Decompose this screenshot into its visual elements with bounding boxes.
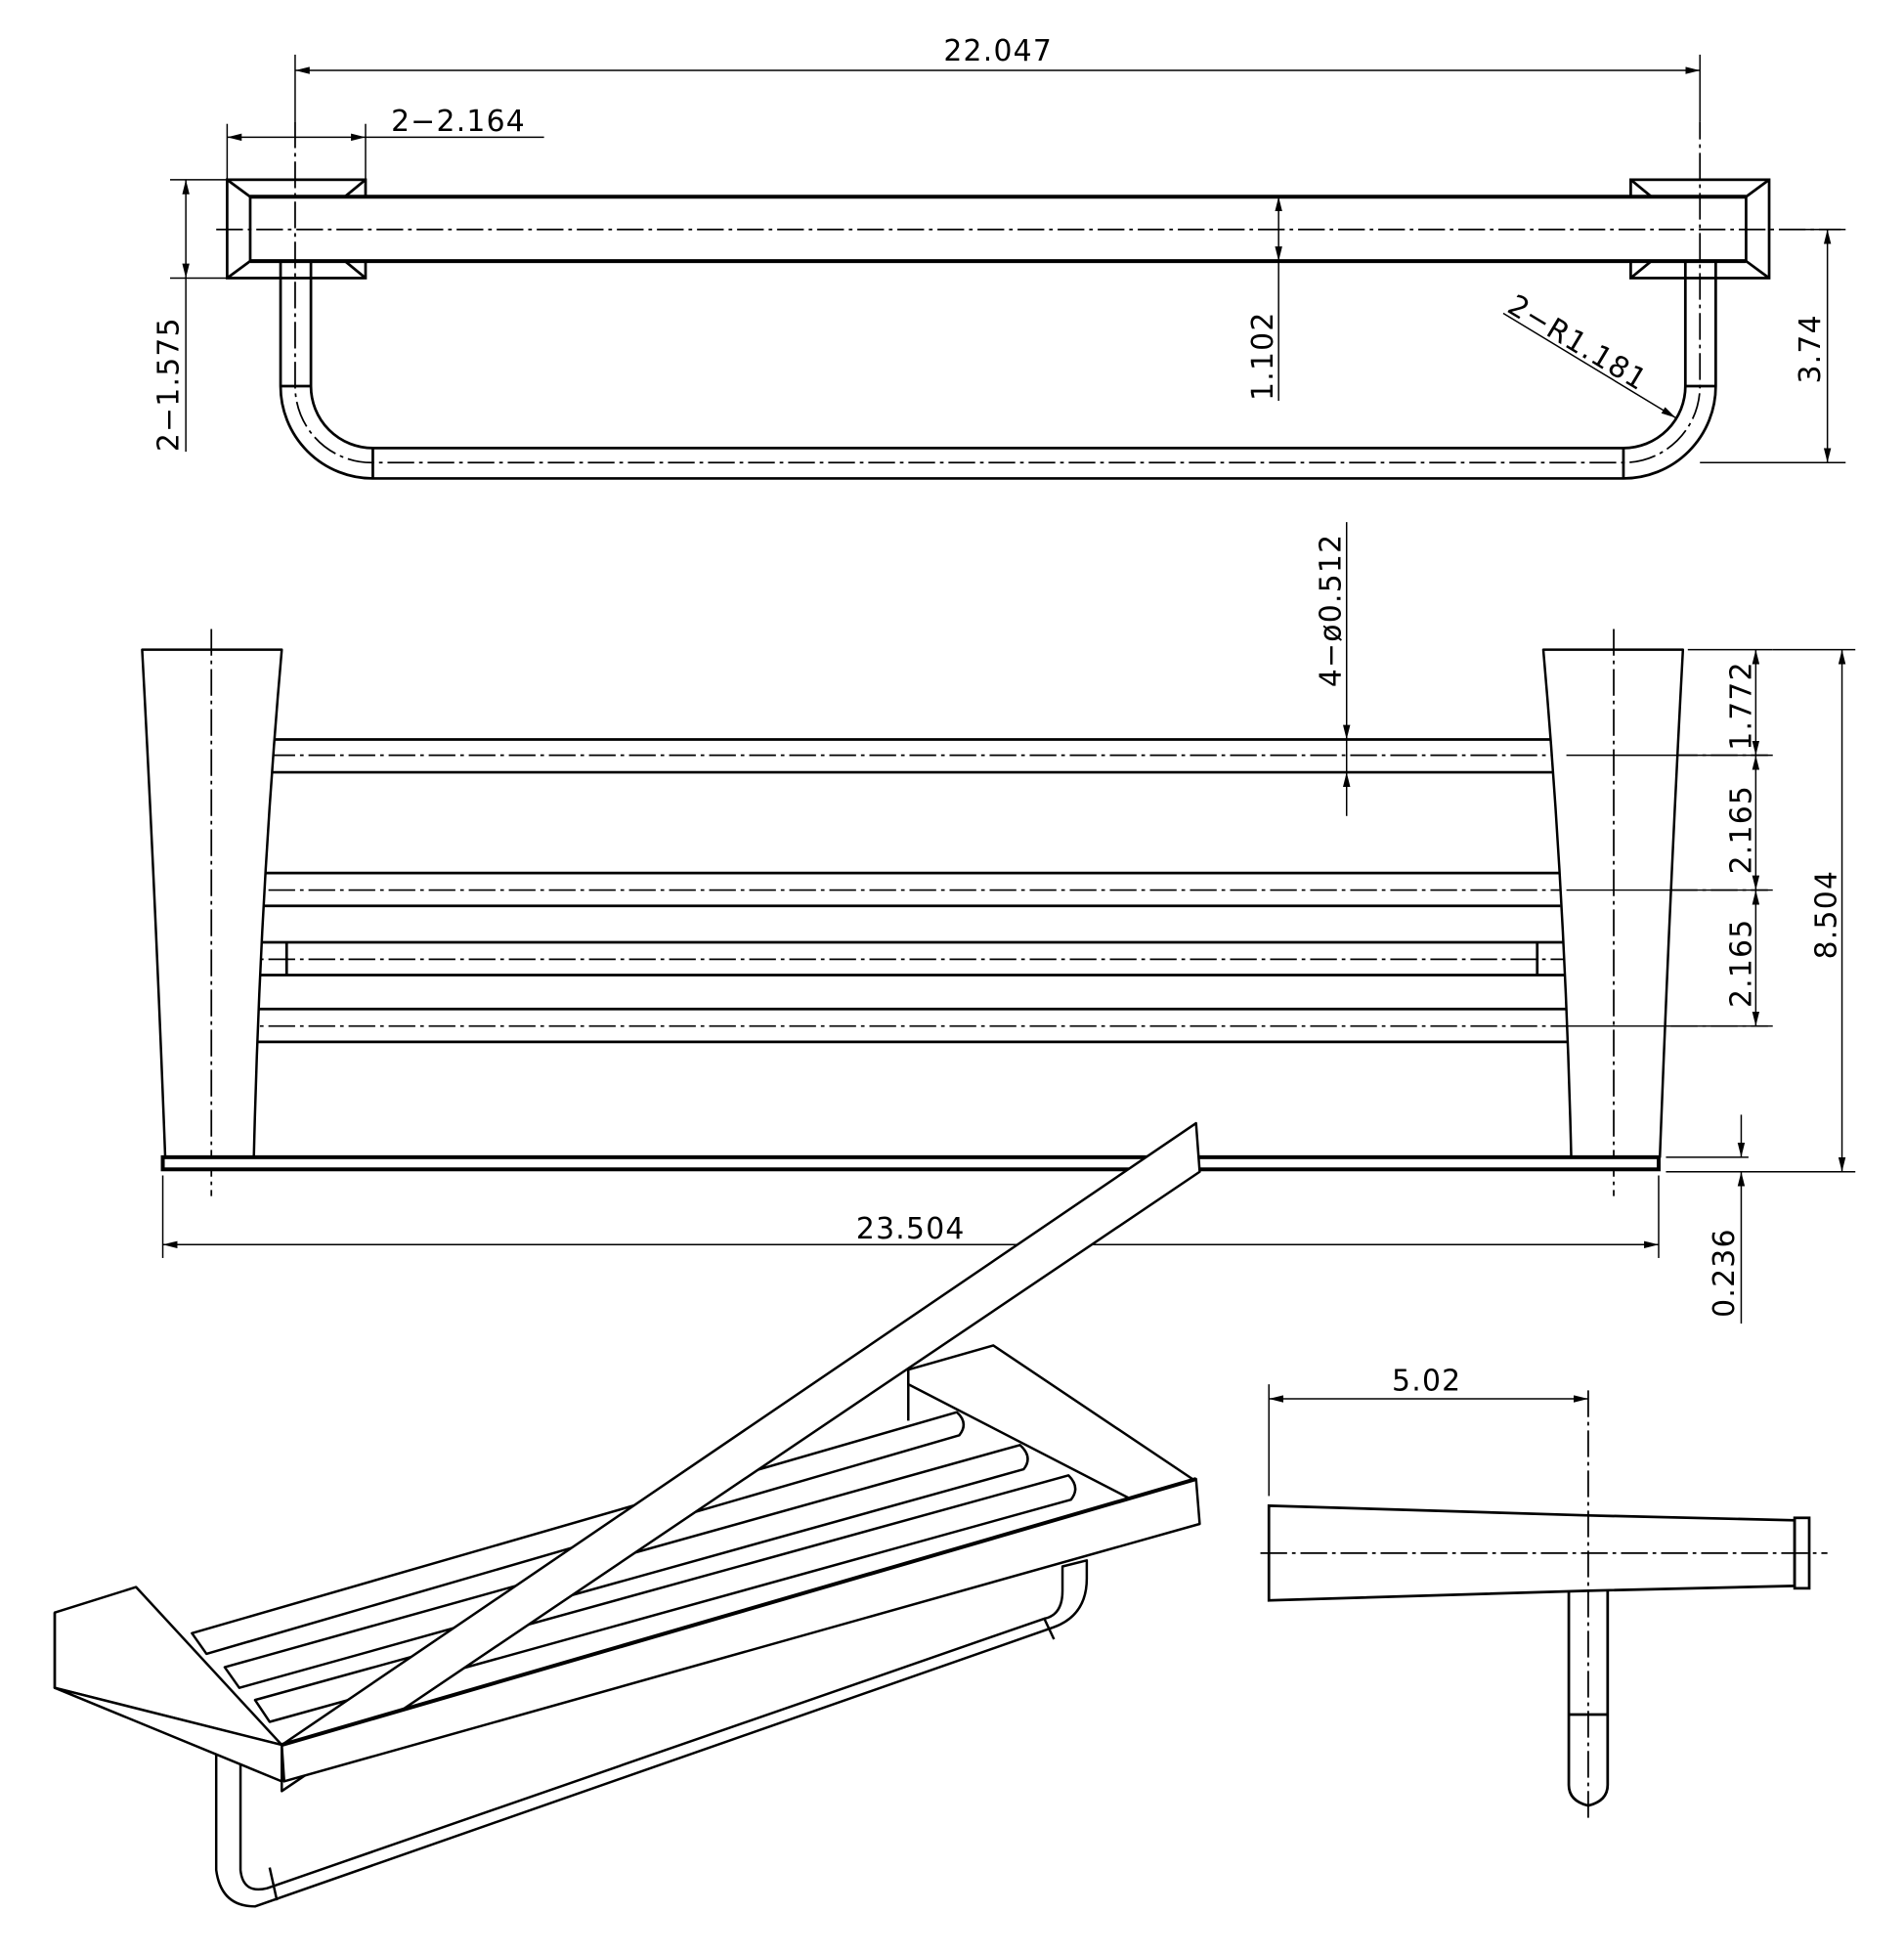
label-8-504: 8.504 bbox=[1809, 870, 1843, 960]
label-4-d0-512: 4−ø0.512 bbox=[1315, 534, 1349, 687]
rods-front bbox=[228, 738, 1768, 1044]
base-plate-front bbox=[160, 1154, 1661, 1172]
label-3-74: 3.74 bbox=[1794, 314, 1828, 383]
dim-overall-height: 8.504 bbox=[1666, 648, 1856, 1173]
label-1-102: 1.102 bbox=[1246, 311, 1280, 401]
right-bracket-front bbox=[1541, 629, 1685, 1196]
label-2-165-b: 2.165 bbox=[1724, 919, 1758, 1009]
dim-vertical-stack: 1.772 2.165 2.165 bbox=[1566, 648, 1773, 1027]
label-5-02: 5.02 bbox=[1392, 1364, 1461, 1398]
iso-front-plate bbox=[281, 1477, 1201, 1783]
dim-bracket-width: 2−2.164 bbox=[226, 105, 544, 180]
label-2-r1-181: 2−R1.181 bbox=[1501, 288, 1653, 398]
dim-overall-width: 23.504 bbox=[161, 1175, 1660, 1258]
label-23-504: 23.504 bbox=[856, 1212, 966, 1246]
shelf-bar-plan bbox=[216, 195, 1841, 264]
isometric-view bbox=[53, 1121, 1201, 1908]
label-2-165-a: 2.165 bbox=[1724, 785, 1758, 875]
dim-bracket-height: 2−1.575 bbox=[152, 179, 228, 452]
dim-plate-thickness: 0.236 bbox=[1666, 1114, 1749, 1325]
iso-towel-bar bbox=[214, 1559, 1089, 1908]
label-0-236: 0.236 bbox=[1708, 1228, 1742, 1318]
towel-bar-plan bbox=[279, 121, 1717, 480]
label-22-047: 22.047 bbox=[943, 34, 1053, 68]
label-2-1-575: 2−1.575 bbox=[152, 317, 187, 452]
top-view: 22.047 2−2.164 2−1.575 1.102 2−R1.181 bbox=[152, 34, 1846, 480]
dim-rod-diameter: 4−ø0.512 bbox=[1315, 522, 1351, 816]
dim-bend-radius: 2−R1.181 bbox=[1501, 288, 1676, 418]
side-view: 5.02 bbox=[1260, 1364, 1828, 1818]
label-1-772: 1.772 bbox=[1724, 661, 1758, 751]
dim-overall-center-width: 22.047 bbox=[294, 34, 1701, 122]
front-view: 4−ø0.512 1.772 2.165 2.165 8.504 0.236 bbox=[141, 522, 1856, 1325]
dim-projection: 3.74 bbox=[1700, 229, 1846, 464]
left-bracket-front bbox=[141, 629, 283, 1196]
iso-left-bracket bbox=[53, 1586, 283, 1783]
dim-bar-height: 1.102 bbox=[1246, 196, 1282, 401]
dim-depth: 5.02 bbox=[1268, 1364, 1588, 1497]
label-2-2-164: 2−2.164 bbox=[391, 105, 526, 139]
